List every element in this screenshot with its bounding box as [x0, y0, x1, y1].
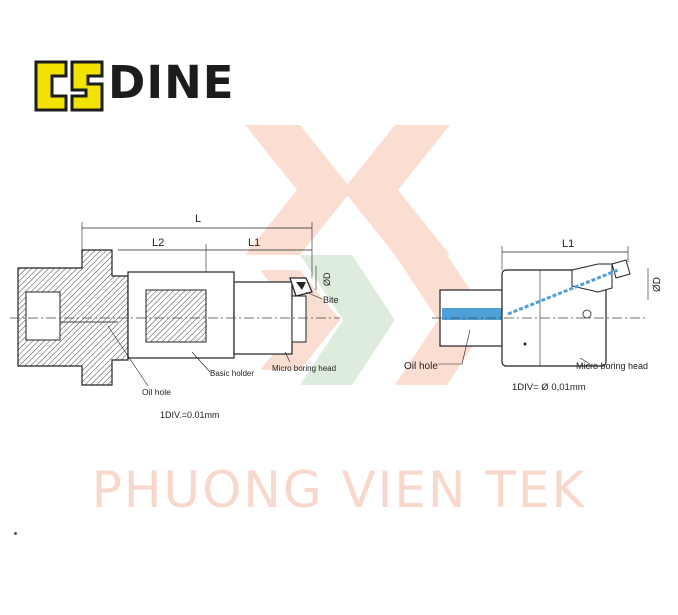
dimension-L2-label: L2 — [152, 237, 164, 249]
bite-label: Bite — [323, 295, 339, 305]
right-oil-hole-label: Oil hole — [404, 361, 438, 372]
right-insert — [611, 259, 631, 279]
watermark-text: PHUONG VIEN TEK — [91, 461, 587, 519]
dine-logo-icon — [34, 60, 104, 112]
brand-name: DINE — [108, 56, 235, 109]
right-tool-arm — [571, 263, 613, 293]
right-dimension-D-label: ØD — [652, 277, 663, 292]
right-oil-channel — [442, 308, 504, 320]
dimension-L-label: L — [195, 213, 201, 225]
bite-tip — [296, 282, 306, 290]
right-coolant-passage — [507, 268, 619, 316]
right-micro-boring-head-label: Micro boring head — [576, 361, 648, 371]
oil-hole-label: Oil hole — [142, 387, 171, 397]
holder-bore — [145, 289, 207, 343]
shank-cavity — [25, 291, 61, 341]
dimension-D-label: ØD — [322, 272, 332, 286]
micro-boring-head-label: Micro boring head — [272, 364, 336, 373]
right-dimension-L1-label: L1 — [562, 238, 574, 250]
dimension-L1-label: L1 — [248, 237, 260, 249]
page-dot — [14, 532, 17, 535]
right-division-label: 1DIV= Ø 0,01mm — [512, 382, 586, 393]
adjust-screw — [582, 309, 592, 319]
boring-bar — [291, 295, 307, 343]
basic-holder-label: Basic holder — [210, 369, 254, 378]
division-label: 1DIV.=0.01mm — [160, 410, 219, 420]
